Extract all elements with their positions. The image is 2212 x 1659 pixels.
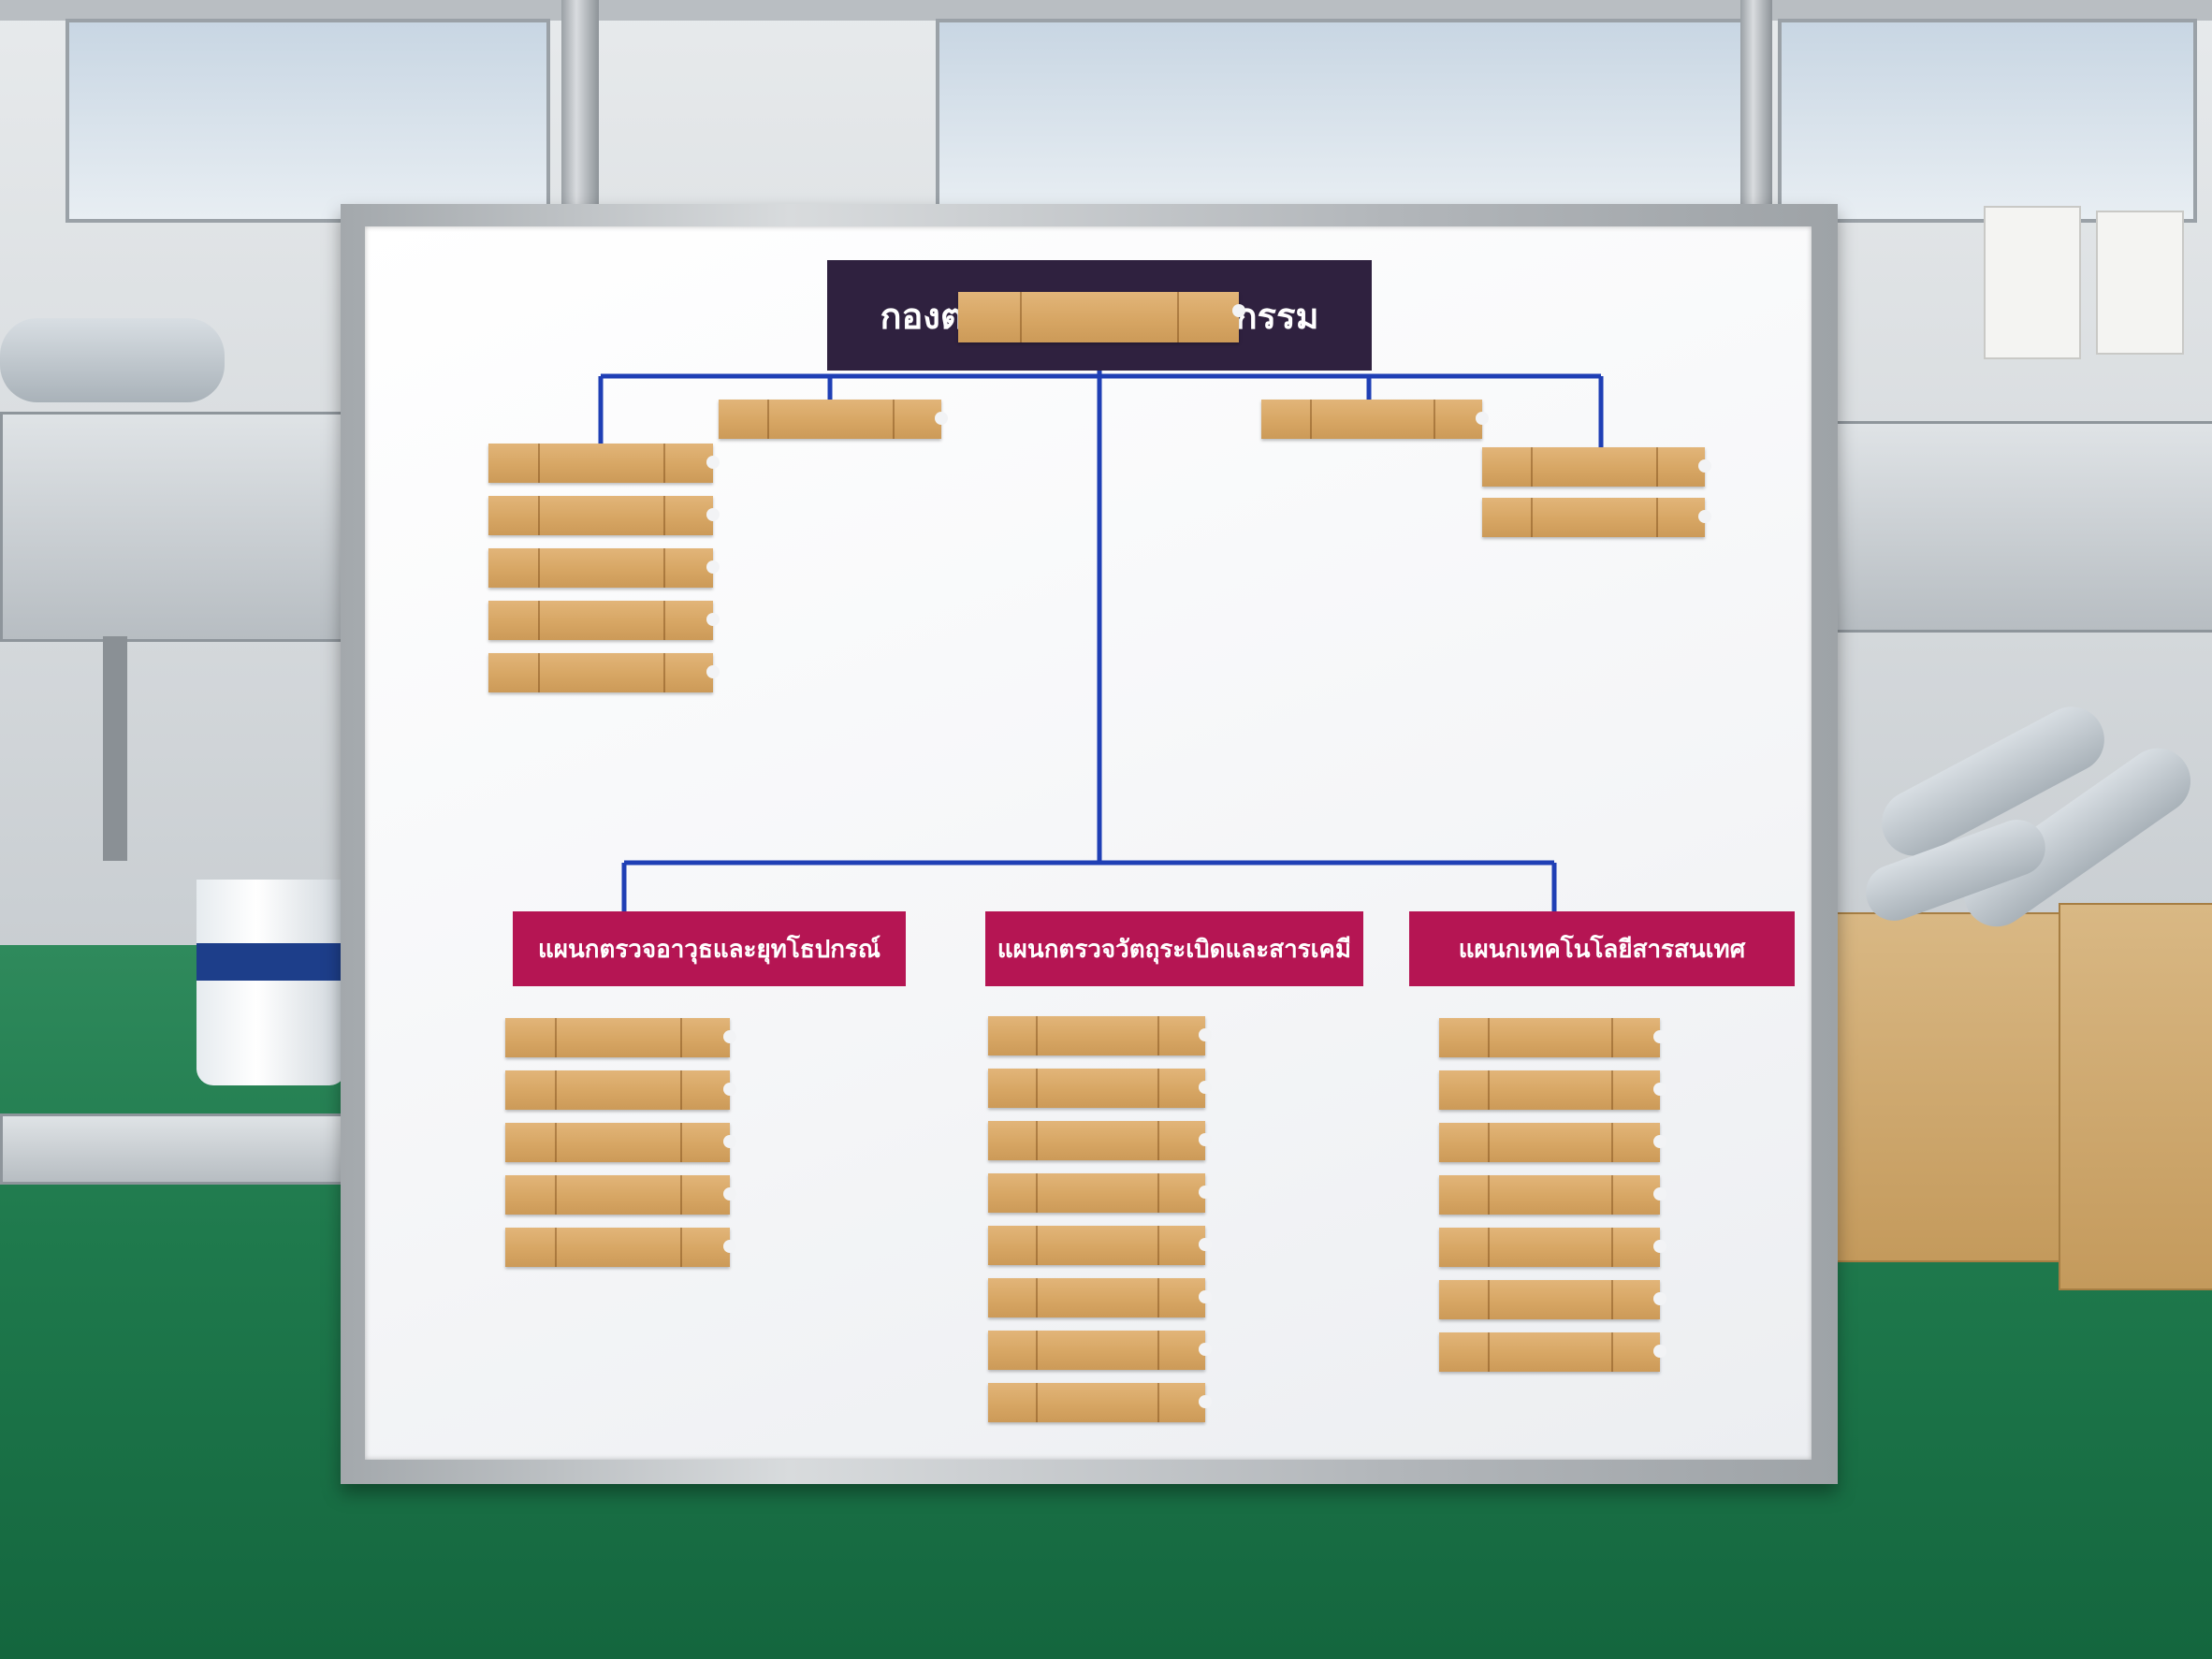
name-card — [1439, 1018, 1666, 1057]
name-card — [1439, 1280, 1666, 1319]
name-card — [488, 548, 720, 588]
org-chart-board: กองตรวจกิจการอุตสาหกรรม แผนกตรวจอาวุธและ… — [365, 226, 1812, 1460]
name-card — [505, 1070, 736, 1110]
name-card — [988, 1016, 1212, 1055]
name-card — [1439, 1228, 1666, 1267]
department-information-technology: แผนกเทคโนโลยีสารสนเทศ — [1409, 911, 1795, 986]
ceiling-beam — [0, 0, 2212, 21]
name-card — [988, 1383, 1212, 1422]
posted-notice — [2096, 211, 2184, 355]
posted-notice — [1984, 206, 2081, 359]
paint-bucket — [196, 880, 346, 1085]
workbench-leg — [103, 636, 127, 861]
name-card — [1261, 400, 1489, 439]
name-card — [988, 1278, 1212, 1317]
name-card — [488, 653, 720, 692]
name-card — [1439, 1175, 1666, 1215]
name-card — [505, 1175, 736, 1215]
department-weapons: แผนกตรวจอาวุธและยุทโธปกรณ์ — [513, 911, 906, 986]
glass-partition-center — [936, 19, 1748, 213]
name-card — [988, 1069, 1212, 1108]
cardboard-box — [1834, 912, 2062, 1262]
cardboard-box — [2059, 903, 2212, 1290]
name-card — [988, 1331, 1212, 1370]
workbench-shelf-left — [0, 1113, 361, 1185]
name-card — [505, 1018, 736, 1057]
name-card — [1439, 1070, 1666, 1110]
steel-pillar — [1740, 0, 1772, 215]
name-card — [488, 496, 720, 535]
bucket-label — [196, 943, 346, 981]
steel-pillar — [561, 0, 599, 215]
name-card — [505, 1228, 736, 1267]
glass-partition-left — [65, 19, 550, 223]
name-card — [488, 601, 720, 640]
name-card — [988, 1226, 1212, 1265]
department-explosives: แผนกตรวจวัตถุระเบิดและสารเคมี — [985, 911, 1363, 986]
name-card — [1482, 498, 1711, 537]
name-card — [988, 1173, 1212, 1213]
name-card — [1439, 1332, 1666, 1372]
name-card-head — [958, 292, 1245, 342]
name-card — [1439, 1123, 1666, 1162]
workbench-left — [0, 412, 361, 642]
glass-partition-right — [1778, 19, 2197, 223]
workbench-right — [1834, 421, 2212, 633]
name-card — [1482, 447, 1711, 487]
name-card — [719, 400, 948, 439]
name-card — [988, 1121, 1212, 1160]
whiteboard-frame: กองตรวจกิจการอุตสาหกรรม แผนกตรวจอาวุธและ… — [341, 204, 1838, 1484]
name-card — [488, 444, 720, 483]
org-chart-connector-lines — [598, 329, 1604, 911]
name-card — [505, 1123, 736, 1162]
paper-roll — [0, 318, 225, 402]
